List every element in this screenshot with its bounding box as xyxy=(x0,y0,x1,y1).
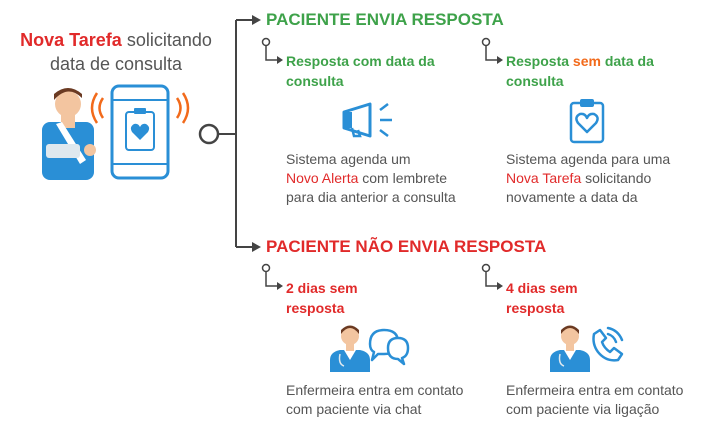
option-4-days-title: 4 dias sem resposta xyxy=(506,278,656,318)
branch-header-responds: PACIENTE ENVIA RESPOSTA xyxy=(266,10,504,29)
option-4-days-title-line2: resposta xyxy=(506,300,565,316)
origin-title: Nova Tarefa solicitando data de consulta xyxy=(0,28,232,76)
option-4-days-desc: Enfermeira entra em contato com paciente… xyxy=(506,381,716,419)
option-2-days-desc-line2: com paciente via chat xyxy=(286,401,422,417)
option-4-days-title-line1: 4 dias sem xyxy=(506,280,578,296)
origin-node xyxy=(198,123,220,145)
patient-icon xyxy=(42,88,96,180)
option-with-date-desc-line2: com lembrete xyxy=(358,170,448,186)
option-with-date-desc: Sistema agenda um Novo Alerta com lembre… xyxy=(286,150,496,207)
option-with-date-desc-line1: Sistema agenda um xyxy=(286,151,411,167)
option-without-date-title-b: data da xyxy=(600,53,654,69)
option-without-date-desc-line2: solicitando xyxy=(581,170,652,186)
arrow-branch-2 xyxy=(252,242,261,252)
origin-title-highlight: Nova Tarefa xyxy=(20,30,122,50)
option-2-days-desc: Enfermeira entra em contato com paciente… xyxy=(286,381,496,419)
origin-title-line2: data de consulta xyxy=(49,54,183,74)
chat-bubbles-icon xyxy=(368,328,410,366)
option-with-date-title-line1: Resposta com data da xyxy=(286,53,435,69)
option-2-days-title-line2: resposta xyxy=(286,300,345,316)
option-4-days-desc-line1: Enfermeira entra em contato xyxy=(506,382,684,398)
option-without-date-desc: Sistema agenda para uma Nova Tarefa soli… xyxy=(506,150,716,207)
nurse-icon xyxy=(330,325,370,372)
clipboard-heart-icon xyxy=(569,99,605,144)
arrow-branch-1 xyxy=(252,15,261,25)
option-with-date-title: Resposta com data da consulta xyxy=(286,51,476,91)
option-without-date-desc-highlight: Nova Tarefa xyxy=(506,170,582,186)
megaphone-icon xyxy=(342,102,392,138)
origin-illustration xyxy=(42,84,190,180)
option-without-date-title-line2: consulta xyxy=(506,73,564,89)
option-2-days-title-line1: 2 dias sem xyxy=(286,280,358,296)
option-2-days-desc-line1: Enfermeira entra em contato xyxy=(286,382,464,398)
nurse-phone-illustration xyxy=(550,325,624,372)
phone-clipboard-icon xyxy=(110,84,170,180)
option-without-date-title-highlight: sem xyxy=(572,53,601,69)
option-4-days-desc-line2: com paciente via ligação xyxy=(506,401,660,417)
option-without-date-desc-line3: novamente a data da xyxy=(506,189,638,205)
nurse-icon xyxy=(550,325,590,372)
option-without-date-title: Resposta sem data da consulta xyxy=(506,51,706,91)
branch-header-no-response: PACIENTE NÃO ENVIA RESPOSTA xyxy=(266,237,547,256)
nurse-chat-illustration xyxy=(330,325,410,372)
option-with-date-title-line2: consulta xyxy=(286,73,344,89)
option-without-date-title-a: Resposta xyxy=(506,53,573,69)
option-with-date-desc-line3: para dia anterior a consulta xyxy=(286,189,456,205)
option-with-date-desc-highlight: Novo Alerta xyxy=(286,170,359,186)
origin-title-rest: solicitando xyxy=(121,30,212,50)
signal-waves-icon xyxy=(90,92,190,124)
option-without-date-desc-line1: Sistema agenda para uma xyxy=(506,151,671,167)
option-2-days-title: 2 dias sem resposta xyxy=(286,278,436,318)
phone-call-icon xyxy=(592,326,624,362)
